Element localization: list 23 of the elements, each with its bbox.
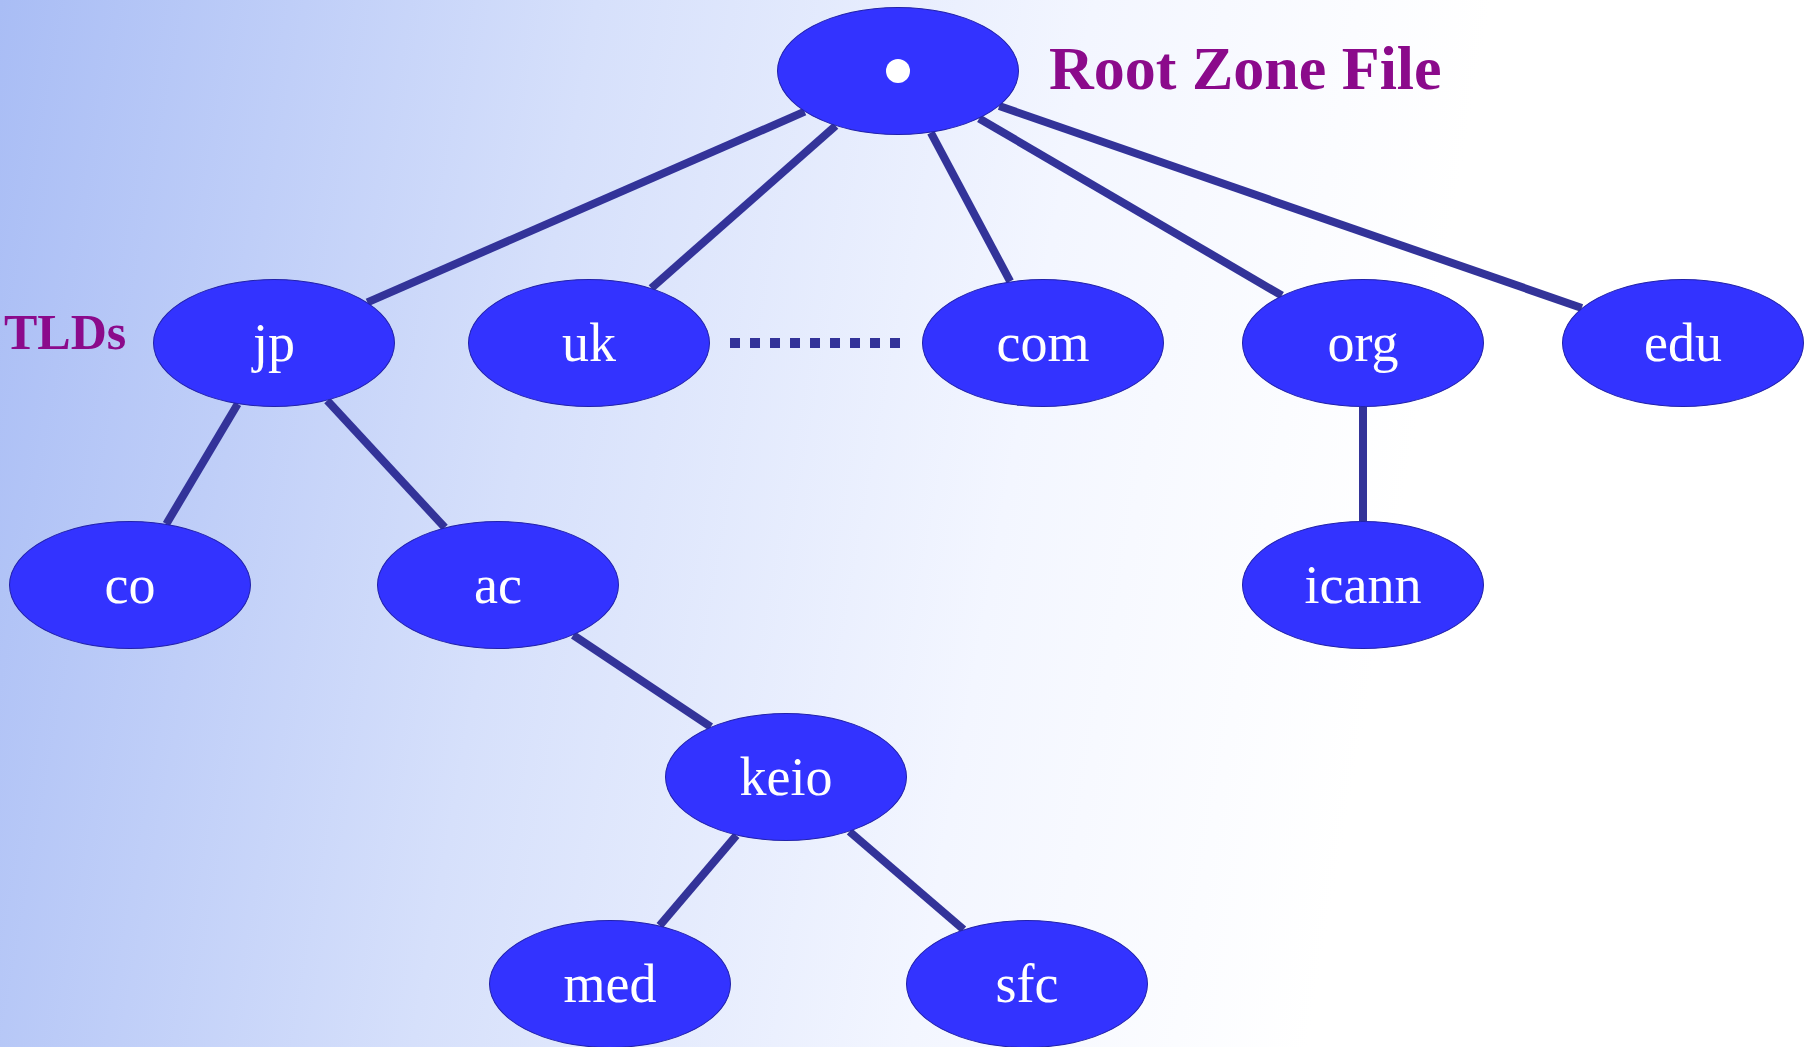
domain-label: com bbox=[996, 316, 1090, 370]
level-label: TLDs bbox=[4, 303, 127, 361]
connector-line bbox=[846, 828, 967, 933]
domain-label: icann bbox=[1304, 558, 1422, 612]
connector-line bbox=[927, 130, 1014, 284]
connector-line bbox=[324, 397, 448, 531]
connector-line bbox=[656, 832, 740, 929]
connector-line bbox=[571, 631, 713, 731]
connector-line bbox=[648, 122, 839, 292]
domain-label: keio bbox=[739, 750, 833, 804]
domain-label: med bbox=[563, 957, 657, 1011]
domain-label: ac bbox=[474, 558, 522, 612]
domain-label: sfc bbox=[995, 957, 1059, 1011]
connector-line bbox=[1359, 407, 1367, 521]
domain-label: edu bbox=[1644, 316, 1722, 370]
zone-title: Root Zone File bbox=[1049, 33, 1442, 104]
connector-line bbox=[365, 108, 807, 306]
connector-line bbox=[997, 102, 1584, 312]
connector-line bbox=[162, 402, 242, 526]
connector-line bbox=[977, 115, 1284, 299]
domain-label: uk bbox=[562, 316, 616, 370]
dotted-connector bbox=[730, 338, 902, 348]
domain-label: co bbox=[104, 558, 156, 612]
